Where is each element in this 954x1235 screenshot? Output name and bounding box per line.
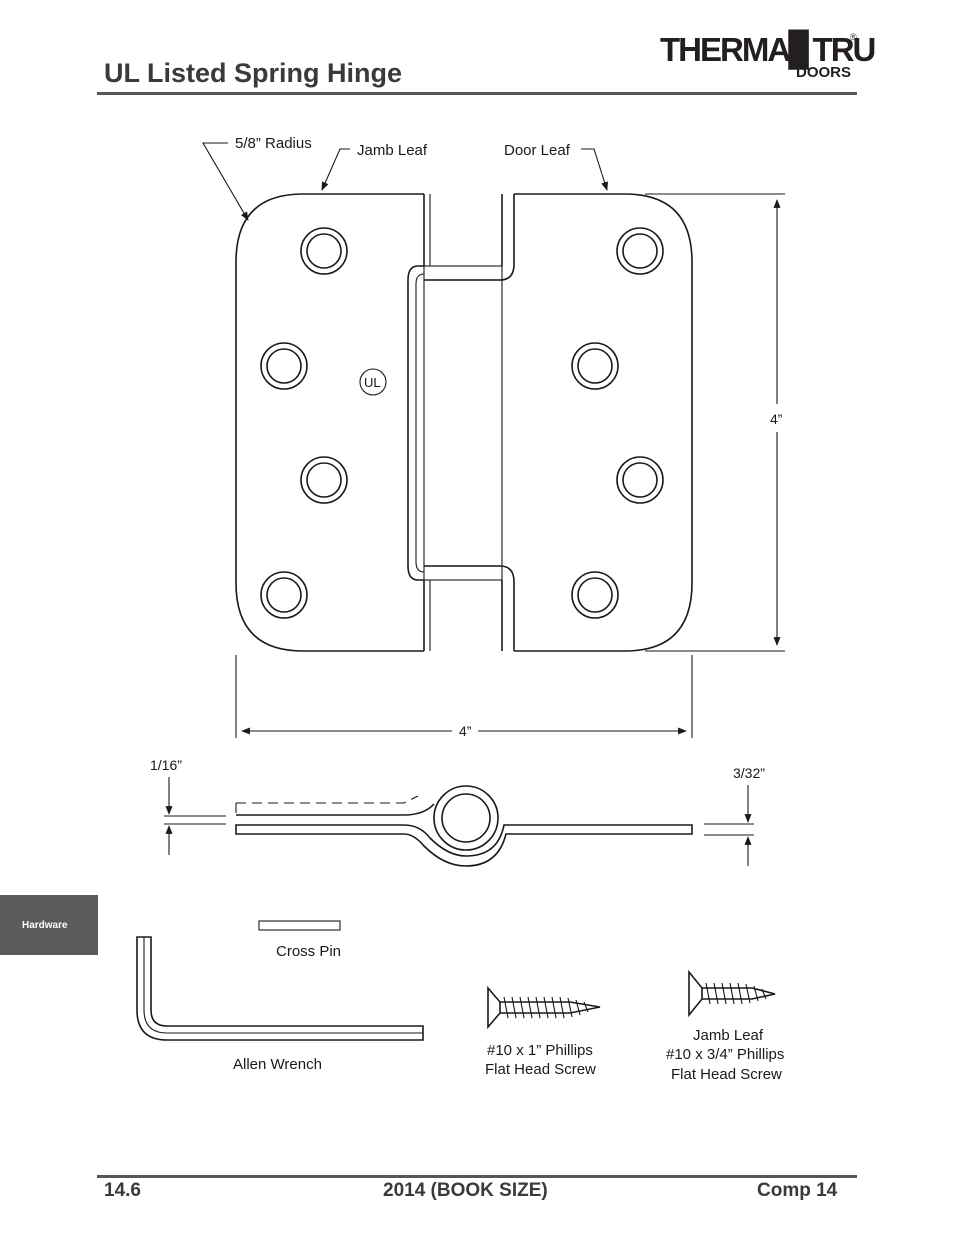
jamb-leaf-leader bbox=[321, 148, 350, 191]
hinge-side-profile bbox=[235, 785, 693, 867]
logo-wordmark: THERMA▊TRU bbox=[660, 31, 876, 68]
radius-label: 5/8” Radius bbox=[235, 135, 312, 152]
door-leaf-leader bbox=[581, 148, 608, 191]
allen-wrench-label: Allen Wrench bbox=[233, 1056, 322, 1073]
page-number: 14.6 bbox=[104, 1180, 141, 1201]
screw-2-drawing bbox=[688, 969, 776, 1018]
screw-1-type: Flat Head Screw bbox=[485, 1061, 596, 1078]
screw-holes bbox=[260, 227, 664, 619]
allen-wrench-drawing bbox=[136, 936, 424, 1041]
section-tab-hardware[interactable]: Hardware bbox=[0, 895, 98, 955]
logo-registered-mark: ® bbox=[850, 32, 857, 42]
screw-1-drawing bbox=[487, 985, 601, 1030]
screw-2-size: #10 x 3/4” Phillips bbox=[666, 1046, 784, 1063]
ul-mark-circle bbox=[359, 368, 387, 396]
cross-pin-drawing bbox=[258, 920, 341, 931]
hinge-plate bbox=[235, 193, 693, 652]
screw-2-leaf: Jamb Leaf bbox=[693, 1027, 764, 1044]
jamb-leaf-label: Jamb Leaf bbox=[357, 142, 428, 159]
radius-leader bbox=[202, 142, 249, 221]
page-title: UL Listed Spring Hinge bbox=[104, 58, 403, 88]
title-divider bbox=[97, 92, 857, 95]
footer-divider bbox=[97, 1175, 857, 1178]
ul-mark: UL bbox=[364, 375, 381, 390]
screw-2-type: Flat Head Screw bbox=[671, 1066, 782, 1083]
knuckle-label: 3/32” bbox=[733, 765, 765, 781]
height-label: 4” bbox=[770, 411, 783, 427]
thickness-label: 1/16” bbox=[150, 757, 182, 773]
door-leaf-label: Door Leaf bbox=[504, 142, 571, 159]
section-label: Comp 14 bbox=[757, 1180, 838, 1201]
screw-1-size: #10 x 1” Phillips bbox=[487, 1042, 593, 1059]
logo-subtitle: DOORS bbox=[796, 64, 852, 81]
section-tab-label: Hardware bbox=[22, 919, 68, 931]
brand-logo: THERMA▊TRU ® DOORS bbox=[660, 30, 876, 86]
edition-label: 2014 (BOOK SIZE) bbox=[383, 1180, 548, 1201]
cross-pin-label: Cross Pin bbox=[276, 943, 341, 960]
width-label: 4” bbox=[459, 723, 472, 739]
